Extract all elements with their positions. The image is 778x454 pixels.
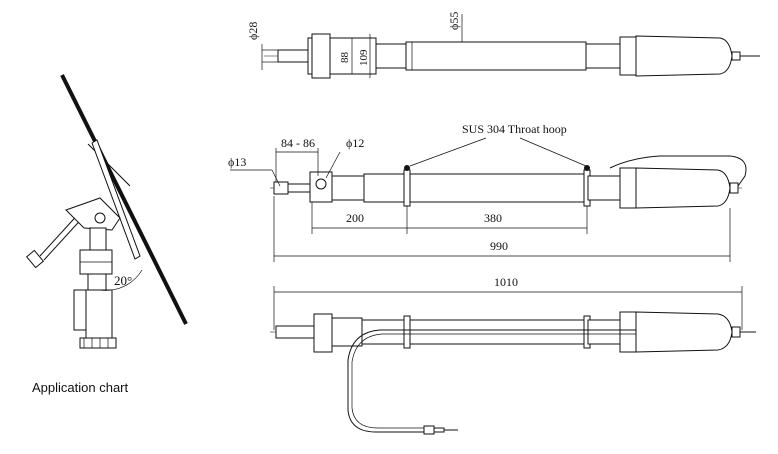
dim-380-label: 380 — [484, 211, 502, 225]
bracket-flange — [307, 37, 313, 75]
tube-rear — [587, 175, 621, 201]
post-side — [73, 289, 87, 331]
dia-tube-label: ϕ55 — [447, 12, 461, 30]
cable-gland — [729, 182, 739, 194]
tube-collar — [375, 43, 407, 69]
hoop-screw-1 — [404, 165, 410, 171]
front-bracket — [313, 313, 333, 353]
angle-label: 20° — [114, 273, 132, 288]
mount-head — [65, 197, 121, 231]
dim-109-label: 109 — [358, 49, 370, 66]
motor-housing — [635, 311, 733, 353]
motor-flange — [619, 167, 637, 209]
rod-eye — [273, 181, 289, 195]
motor-housing — [635, 35, 733, 77]
tube-front — [331, 317, 363, 347]
outer-tube — [363, 173, 589, 203]
rod-end — [275, 325, 315, 339]
throat-hoop-1 — [403, 315, 411, 349]
tube-front — [331, 175, 365, 201]
hoop-label: SUS 304 Throat hoop — [462, 122, 567, 136]
strut-end — [25, 249, 45, 269]
rod — [287, 183, 311, 193]
cable-gland — [731, 51, 741, 61]
motor-flange — [619, 36, 637, 76]
motor-flange — [619, 311, 637, 353]
dim-990-label: 990 — [490, 239, 508, 253]
dim-88-label: 88 — [339, 52, 351, 64]
tube-rear — [585, 43, 621, 69]
post-collar — [89, 227, 107, 251]
outer-tube — [361, 319, 589, 345]
cable-inner — [351, 333, 636, 429]
leader-line — [325, 151, 341, 179]
motor-housing — [635, 167, 731, 209]
dim-84-86-label: 84 - 86 — [281, 136, 315, 150]
throat-hoop-1 — [403, 169, 411, 207]
pivot-hole — [315, 178, 327, 190]
pivot-pin — [94, 212, 106, 224]
cable-gland — [731, 326, 741, 338]
connector — [423, 425, 435, 435]
middle-view: SUS 304 Throat hoop ϕ13 84 - 86 ϕ12 200 … — [228, 122, 747, 262]
connector-tip — [433, 427, 445, 433]
front-bracket — [311, 33, 331, 79]
cable — [347, 329, 636, 433]
solar-panel — [60, 74, 188, 325]
actuator-on-panel — [91, 139, 141, 260]
tube-rear — [587, 319, 621, 345]
post-upper — [87, 273, 107, 293]
outer-tube — [405, 41, 587, 71]
dim-200-label: 200 — [346, 211, 364, 225]
rod-end — [277, 49, 313, 63]
post-base — [79, 337, 117, 349]
leader-line — [519, 137, 587, 167]
angle-arc — [99, 269, 143, 291]
dim-1010-label: 1010 — [494, 275, 518, 289]
gear-housing — [329, 37, 377, 75]
bottom-view: 1010 — [270, 275, 756, 435]
leader-line — [409, 137, 487, 167]
dia-rod-label: ϕ28 — [246, 22, 260, 40]
dia-13-label: ϕ13 — [228, 155, 246, 169]
top-view: ϕ28 ϕ55 88 109 — [246, 12, 760, 79]
application-chart-caption: Application chart — [32, 380, 129, 395]
application-chart: 20° — [25, 74, 188, 349]
cable — [609, 155, 747, 187]
hoop-screw-2 — [584, 165, 590, 171]
post-main — [85, 289, 113, 341]
dia-12-label: ϕ12 — [346, 136, 364, 150]
